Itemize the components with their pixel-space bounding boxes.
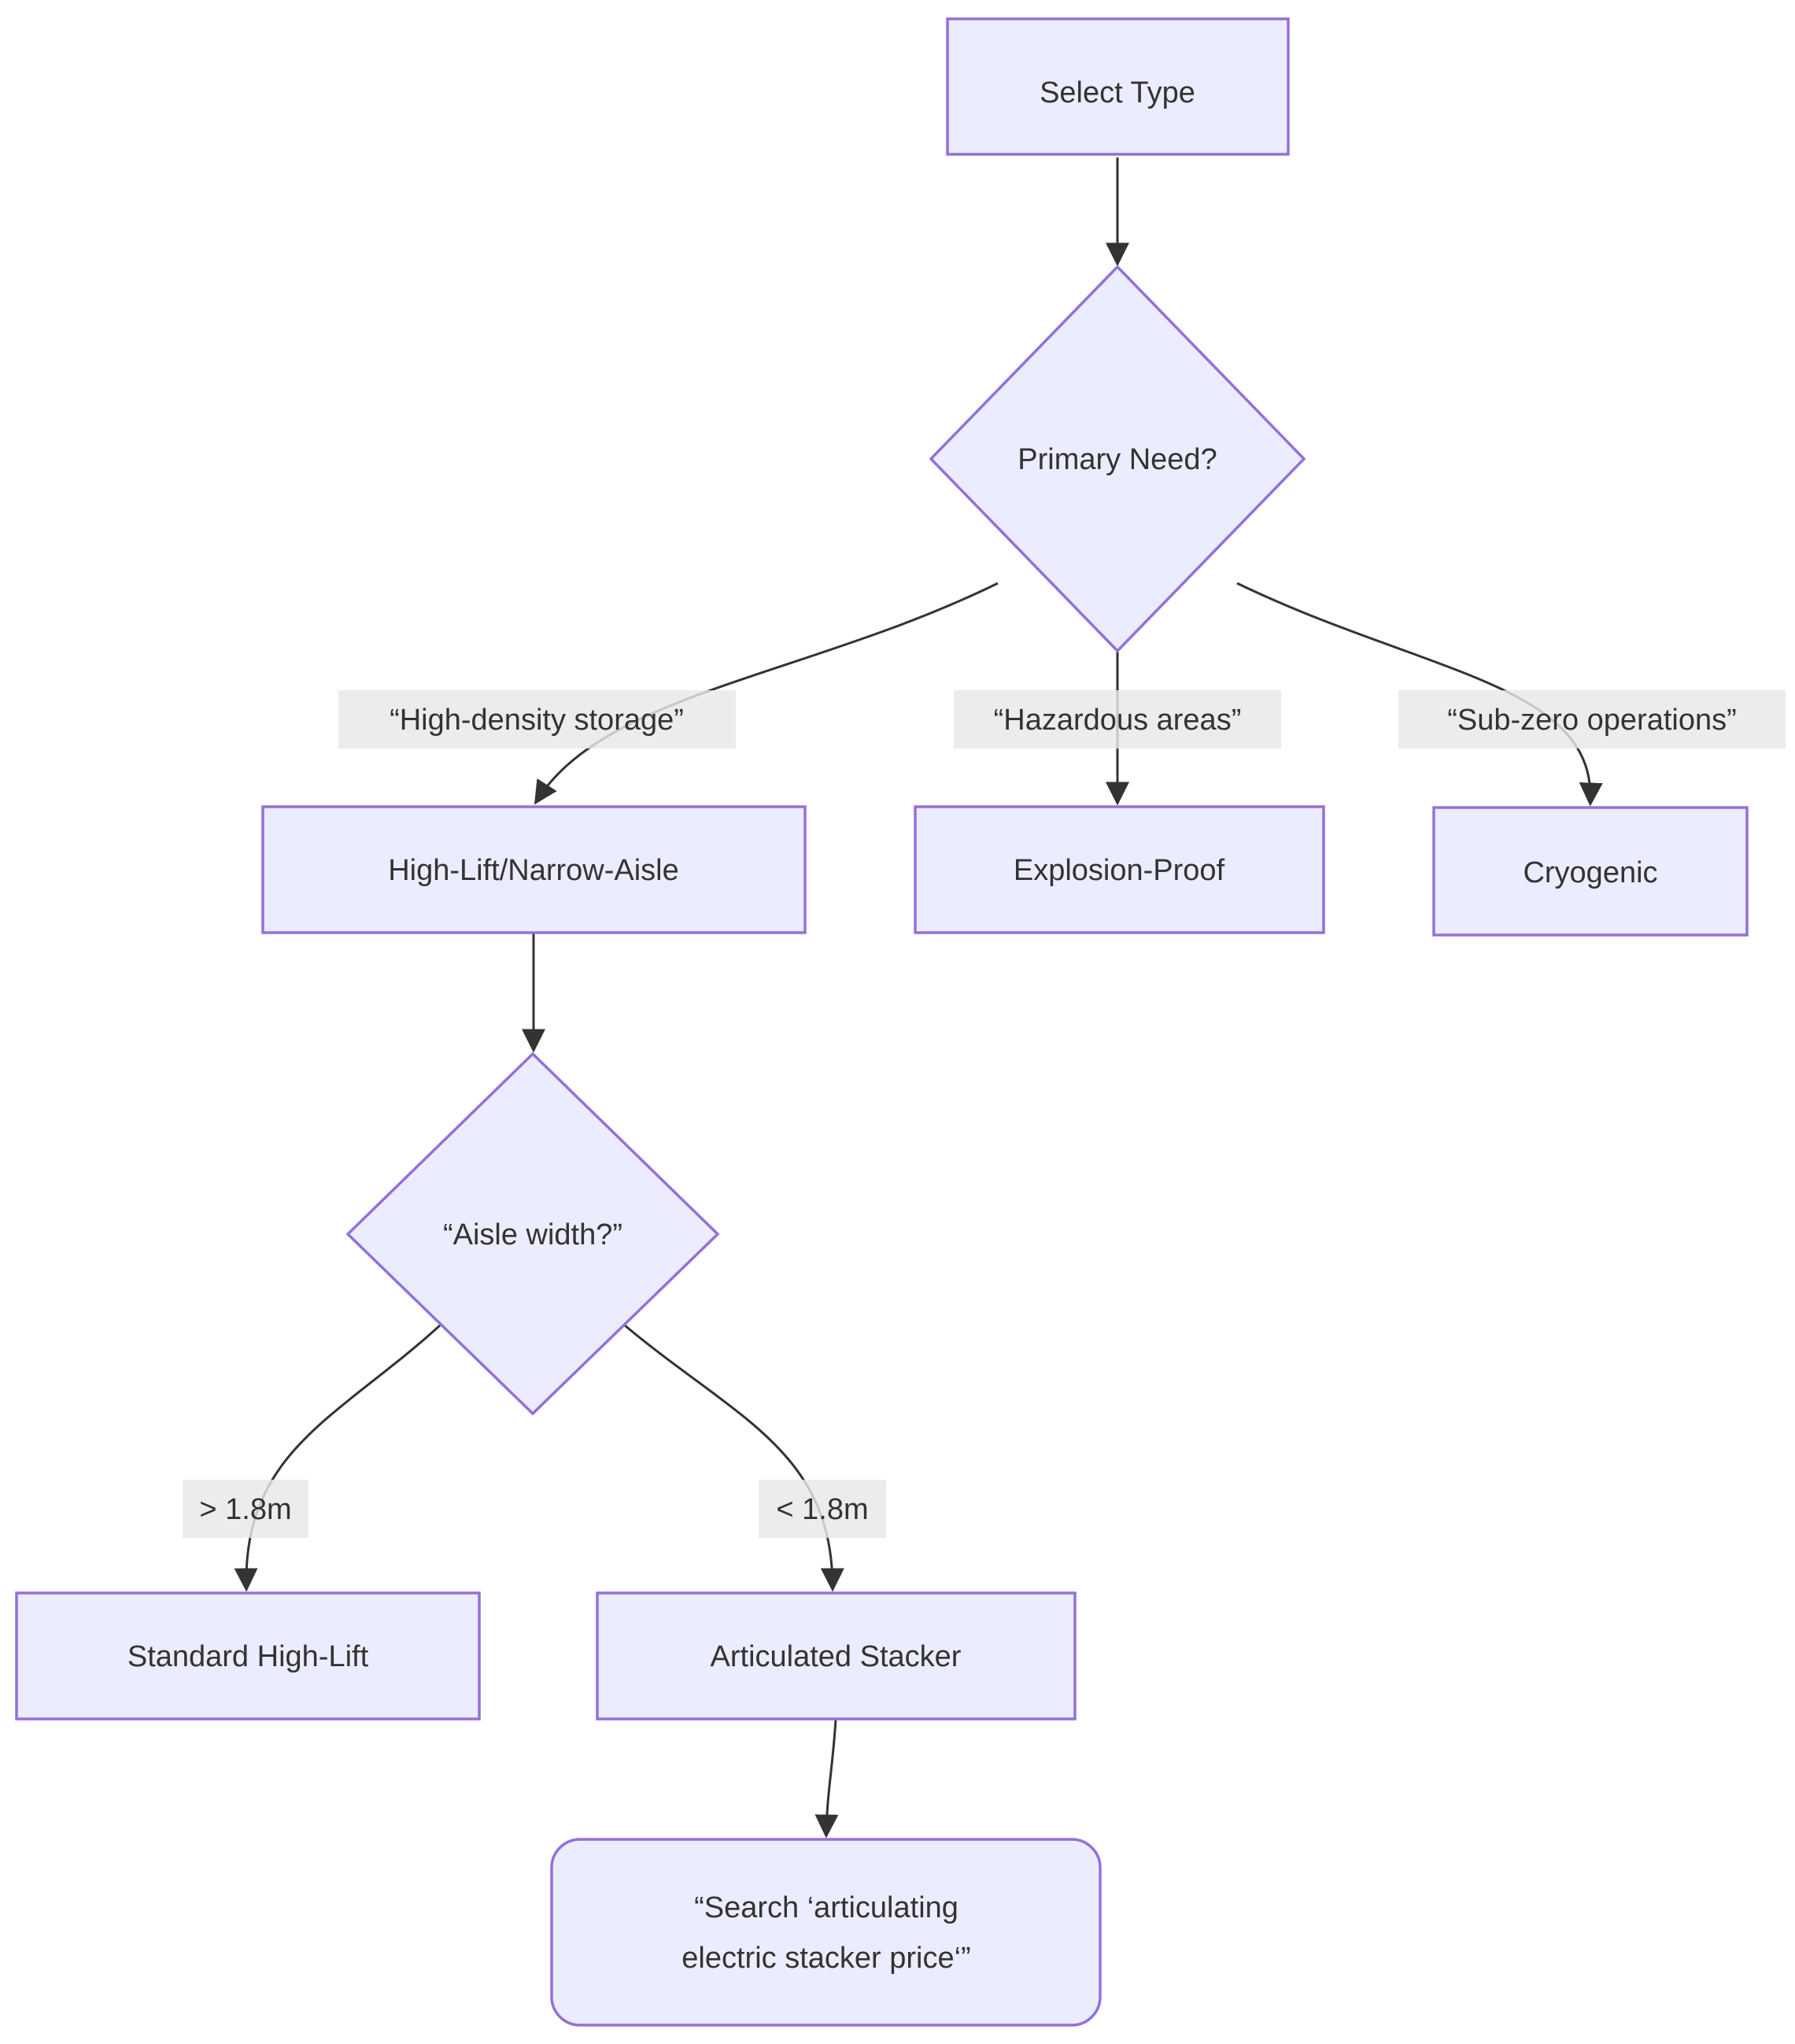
edge-label-text: > 1.8m (199, 1493, 291, 1526)
edge-aisle-width-to-articulated-stacker (624, 1324, 844, 1592)
node-box (15, 1591, 481, 1721)
edge-label-lt-1-8m: < 1.8m (759, 1480, 886, 1538)
node-diamond (929, 264, 1306, 653)
edge-articulated-stacker-to-search-action (814, 1718, 839, 1839)
node-box (1432, 806, 1749, 937)
node-diamond (345, 1052, 720, 1416)
node-cryogenic: Cryogenic (1432, 806, 1749, 937)
edge-label-gt-1-8m: > 1.8m (183, 1480, 308, 1538)
node-label: Primary Need? (1018, 443, 1217, 476)
node-high-lift-narrow-aisle: High-Lift/Narrow-Aisle (261, 805, 807, 934)
edge-label-hazardous-areas: “Hazardous areas” (954, 690, 1281, 748)
node-label-line2: electric stacker price‘” (681, 1942, 970, 1975)
edge-label-sub-zero-operations: “Sub-zero operations” (1398, 690, 1786, 748)
node-label: Cryogenic (1523, 856, 1657, 889)
node-label-line1: “Search ‘articulating (694, 1891, 958, 1924)
edge-label-bg (183, 1480, 308, 1538)
node-aisle-width: “Aisle width?” (345, 1052, 720, 1416)
node-search-action: “Search ‘articulating electric stacker p… (550, 1838, 1102, 2027)
node-label: Select Type (1040, 76, 1195, 109)
node-select-type: Select Type (946, 17, 1290, 156)
edge-label-high-density-storage: “High-density storage” (338, 690, 736, 748)
node-box (261, 805, 807, 934)
edges (234, 157, 1603, 1839)
node-label: High-Lift/Narrow-Aisle (388, 854, 679, 887)
edge-label-bg (338, 690, 736, 748)
nodes: Select Type Primary Need? High-Lift/Narr… (15, 17, 1749, 2027)
node-articulated-stacker: Articulated Stacker (596, 1591, 1077, 1721)
edge-label-text: “Hazardous areas” (994, 704, 1242, 737)
edge-label-text: “High-density storage” (390, 704, 684, 737)
edge-label-text: “Sub-zero operations” (1447, 704, 1737, 737)
edge-primary-need-to-high-lift-narrow-aisle (534, 582, 999, 805)
node-explosion-proof: Explosion-Proof (914, 805, 1325, 934)
node-label: Explosion-Proof (1014, 854, 1225, 887)
edge-label-text: < 1.8m (776, 1493, 868, 1526)
edge-label-bg (1398, 690, 1786, 748)
node-rounded-box (550, 1838, 1102, 2027)
node-box (946, 17, 1290, 156)
node-label: Articulated Stacker (711, 1640, 962, 1673)
node-label: Standard High-Lift (127, 1640, 369, 1673)
edge-labels: “High-density storage” “Hazardous areas”… (183, 690, 1786, 1538)
edge-aisle-width-to-standard-high-lift (234, 1324, 441, 1592)
node-box (914, 805, 1325, 934)
node-primary-need: Primary Need? (929, 264, 1306, 653)
edge-primary-need-to-cryogenic (1236, 582, 1603, 807)
node-label: “Aisle width?” (443, 1218, 622, 1251)
node-standard-high-lift: Standard High-Lift (15, 1591, 481, 1721)
edge-label-bg (759, 1480, 886, 1538)
node-box (596, 1591, 1077, 1721)
edge-label-bg (954, 690, 1281, 748)
